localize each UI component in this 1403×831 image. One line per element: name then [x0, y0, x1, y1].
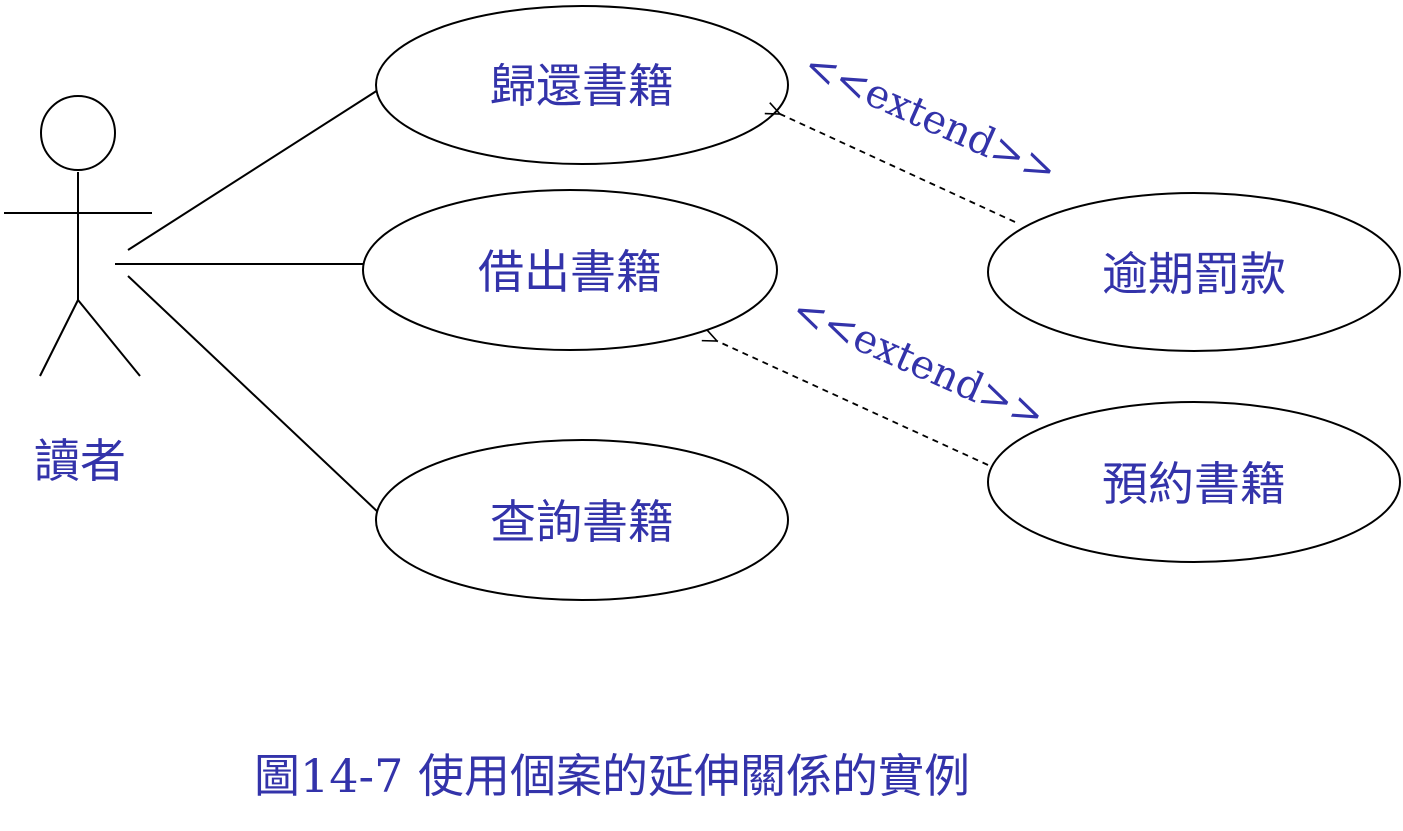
use-case-label: 歸還書籍	[490, 59, 674, 113]
use-case-ellipse	[987, 192, 1401, 352]
use-case-label: 借出書籍	[478, 245, 662, 299]
use-case-borrow-book[interactable]: 借出書籍	[362, 189, 778, 351]
actor-head	[40, 95, 116, 171]
use-case-ellipse	[375, 5, 789, 165]
extend-stereotype-label: <<extend>>	[797, 42, 1064, 194]
figure-caption: 圖14-7 使用個案的延伸關係的實例	[254, 749, 970, 803]
use-case-overdue-fine[interactable]: 逾期罰款	[987, 192, 1401, 352]
use-case-return-book[interactable]: 歸還書籍	[375, 5, 789, 165]
use-case-ellipse	[987, 401, 1401, 563]
use-case-ellipse	[375, 439, 789, 601]
association-return	[127, 89, 379, 251]
association-search	[127, 275, 381, 515]
extend-arrow-reserve-to-borrow	[717, 341, 989, 466]
use-case-search-book[interactable]: 查詢書籍	[375, 439, 789, 601]
actor-right-leg	[77, 299, 141, 377]
use-case-reserve-book[interactable]: 預約書籍	[987, 401, 1401, 563]
use-case-label: 查詢書籍	[490, 495, 674, 549]
use-case-label: 預約書籍	[1102, 457, 1286, 511]
actor-figure	[4, 95, 152, 377]
use-case-ellipse	[362, 189, 778, 351]
actor-left-leg	[39, 299, 79, 377]
actor-label: 讀者	[34, 434, 126, 488]
use-case-label: 逾期罰款	[1102, 247, 1286, 301]
